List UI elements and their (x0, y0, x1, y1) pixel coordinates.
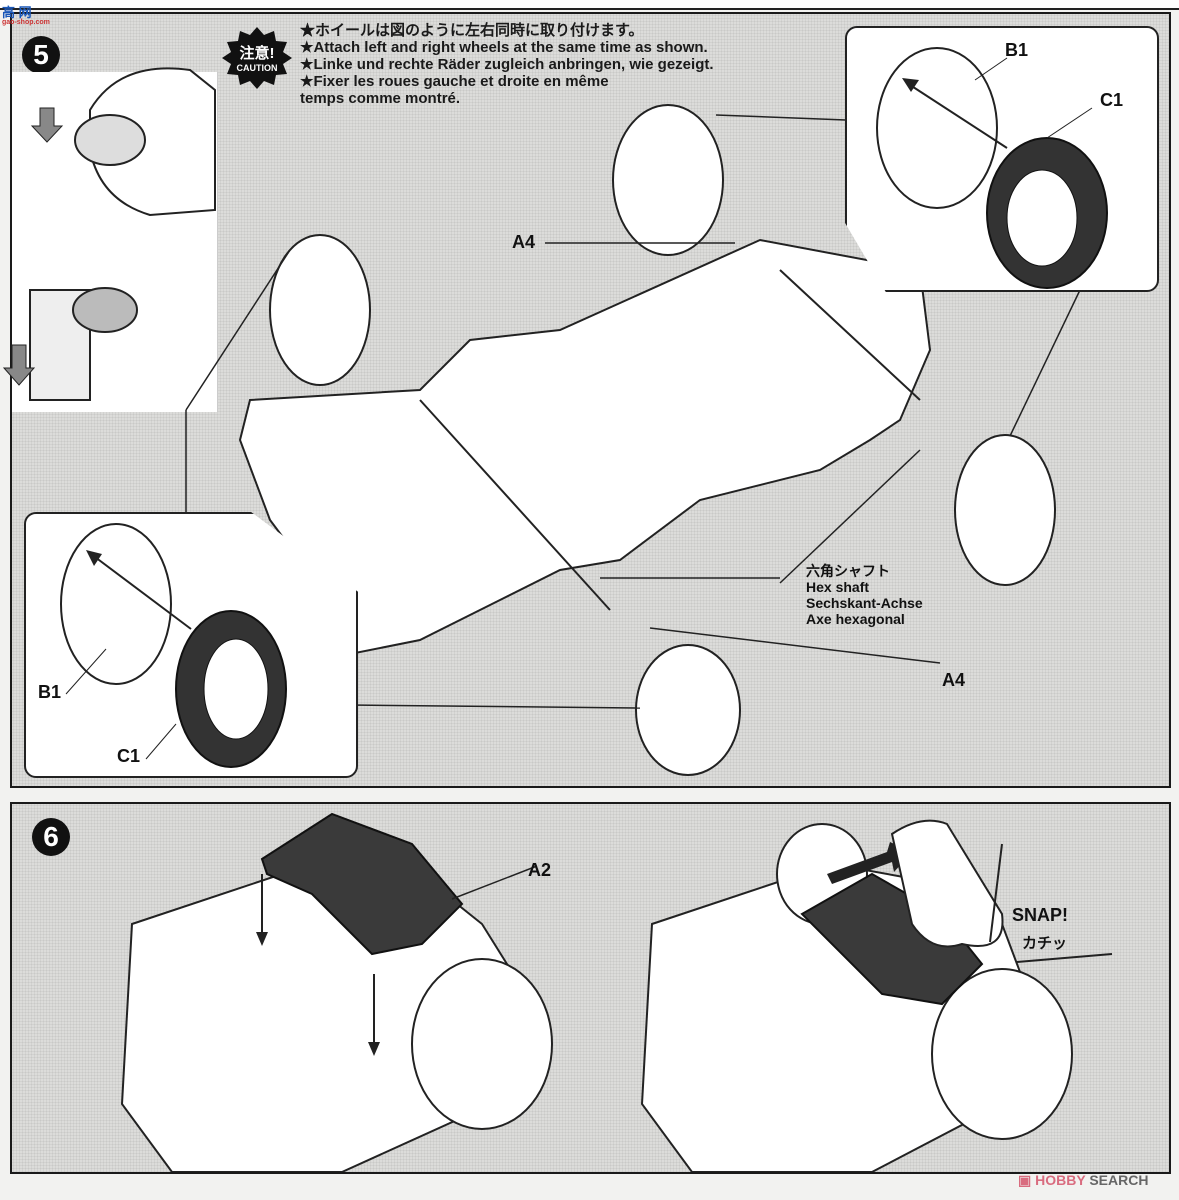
caution-notes: ★ホイールは図のように左右同時に取り付けます。 ★Attach left and… (300, 22, 714, 107)
wheel-rim-icon (876, 47, 998, 209)
hex-shaft-fr: Axe hexagonal (806, 611, 905, 627)
hand-icon (29, 67, 216, 401)
wheel-tire-inset-right (845, 26, 1159, 292)
caution-badge-icon (222, 27, 292, 89)
caution-badge: 注意!CAUTION (236, 45, 278, 73)
note-de: ★Linke und rechte Räder zugleich anbring… (300, 56, 714, 73)
down-arrow-icon (2, 344, 36, 386)
arrow-icon (86, 550, 102, 566)
part-label-b1: B1 (1005, 40, 1029, 60)
hobby-search-watermark: ▣ HOBBY SEARCH (1018, 1172, 1149, 1188)
top-border (0, 0, 1179, 10)
hex-shaft-label: 六角シャフト Hex shaft Sechskant-Achse Axe hex… (806, 563, 923, 627)
part-label-c1: C1 (1100, 90, 1124, 110)
snap-label: SNAP! (1012, 905, 1069, 925)
hex-shaft-jp: 六角シャフト (806, 563, 890, 579)
down-arrow-icon (368, 1042, 380, 1056)
wheel-rim-icon (60, 523, 172, 685)
arrow-icon (902, 78, 919, 92)
step-6-number: 6 (32, 818, 70, 856)
note-fr: ★Fixer les roues gauche et droite en mêm… (300, 73, 609, 90)
wheel-tire-inset-left (24, 512, 358, 778)
part-label-a4: A4 (512, 232, 536, 252)
down-arrow-icon (256, 932, 268, 946)
note-jp: ★ホイールは図のように左右同時に取り付けます。 (300, 22, 644, 39)
finger-icon (890, 819, 1004, 948)
hobby-search-logo-icon: ▣ (1018, 1172, 1036, 1188)
part-label-a4: A4 (942, 670, 966, 690)
hex-shaft-en: Hex shaft (806, 579, 870, 595)
step-6-illustration (120, 812, 1113, 1172)
step-6-panel (10, 802, 1171, 1174)
hex-shaft-de: Sechskant-Achse (806, 595, 923, 611)
note-fr-cont: temps comme montré. (300, 90, 461, 107)
wheel-icon (269, 104, 1056, 776)
down-arrow-icon (30, 107, 64, 143)
part-a2-icon (260, 812, 464, 956)
note-en: ★Attach left and right wheels at the sam… (300, 39, 708, 56)
part-a2-installed-icon (800, 872, 984, 1006)
push-arrow-icon (827, 842, 912, 884)
part-label-c1: C1 (117, 746, 141, 766)
snap-label-jp: カチッ (1022, 935, 1068, 952)
part-label-a2: A2 (528, 860, 552, 880)
part-label-b1: B1 (38, 682, 62, 702)
step-5-number: 5 (22, 36, 60, 74)
